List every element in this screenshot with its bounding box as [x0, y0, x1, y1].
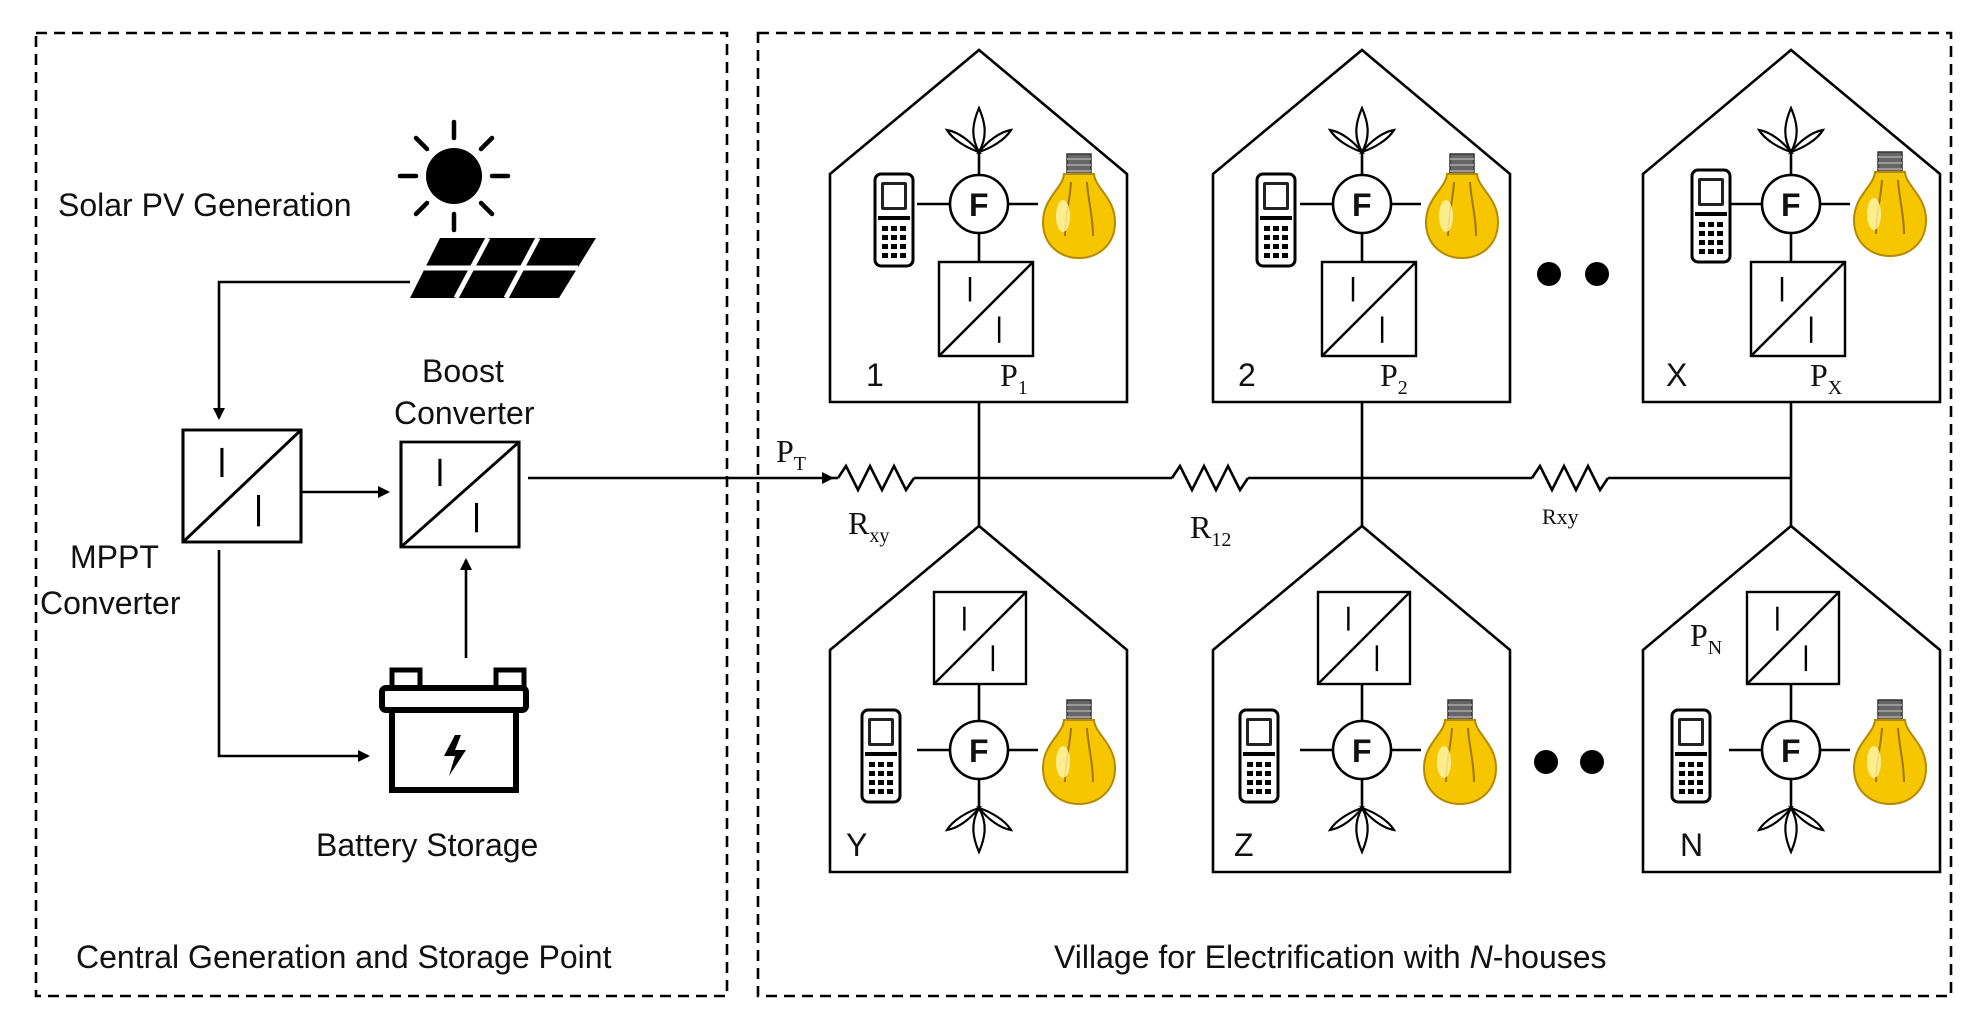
converter-icon — [1316, 590, 1412, 686]
mppt-to-battery-wire — [217, 550, 370, 762]
solar-panel-icon — [410, 236, 596, 300]
ellipsis-lower — [1534, 750, 1604, 774]
phone-icon — [860, 708, 902, 804]
fan-symbol: F — [969, 733, 989, 769]
house-id: Y — [846, 827, 867, 863]
house-z: F Z — [1211, 524, 1512, 874]
central-panel-border — [34, 31, 729, 998]
resistor-label-rxy: Rxy — [848, 505, 889, 547]
house-id: X — [1666, 357, 1687, 393]
mppt-converter-icon — [181, 428, 303, 544]
phone-icon — [1255, 172, 1297, 268]
ellipsis-upper — [1537, 262, 1609, 286]
house-y: F Y — [828, 524, 1129, 874]
battery-icon — [379, 667, 529, 793]
fan-symbol: F — [1352, 733, 1372, 769]
distribution-bus — [832, 463, 1791, 493]
boost-label-line2: Converter — [394, 395, 535, 431]
converter-icon — [937, 260, 1035, 358]
phone-icon — [1690, 168, 1732, 264]
phone-icon — [873, 172, 915, 268]
resistor-icon — [836, 463, 916, 493]
house-power-label: PN — [1690, 617, 1722, 659]
house-2: F 2 P2 — [1211, 48, 1512, 404]
house-x: F X PX — [1641, 48, 1942, 404]
house-n: F N PN — [1641, 524, 1942, 874]
village-panel-border — [756, 31, 1953, 998]
fan-symbol: F — [1352, 187, 1372, 223]
phone-icon — [1238, 708, 1280, 804]
converter-icon — [932, 590, 1028, 686]
village-panel-caption: Village for Electrification with N-house… — [1054, 939, 1607, 975]
house-power-label: P2 — [1380, 357, 1408, 399]
sun-icon — [397, 119, 511, 233]
resistor-label-r12: R12 — [1190, 509, 1231, 551]
house-id: N — [1680, 827, 1703, 863]
house-id: 1 — [866, 357, 884, 393]
pv-to-mppt-wire — [213, 280, 410, 420]
house-power-label: P1 — [1000, 357, 1028, 399]
fan-symbol: F — [969, 187, 989, 223]
converter-icon — [1320, 260, 1418, 358]
resistor-icon — [1170, 463, 1250, 493]
phone-icon — [1670, 708, 1712, 804]
boost-converter-icon — [399, 440, 521, 549]
mppt-label-line2: Converter — [40, 585, 181, 621]
boost-label-line1: Boost — [422, 353, 504, 389]
central-panel-caption: Central Generation and Storage Point — [76, 939, 612, 975]
fan-symbol: F — [1781, 187, 1801, 223]
solar-pv-label: Solar PV Generation — [58, 187, 352, 223]
mppt-label-line1: MPPT — [70, 539, 159, 575]
house-1: F 1 P1 — [828, 48, 1129, 404]
house-power-label: PX — [1810, 357, 1843, 399]
feed-power-label: PT — [776, 433, 806, 475]
converter-icon — [1749, 260, 1847, 358]
house-id: 2 — [1238, 357, 1256, 393]
battery-storage-label: Battery Storage — [316, 827, 538, 863]
converter-icon — [1745, 590, 1841, 686]
resistor-icon — [1530, 463, 1610, 493]
fan-symbol: F — [1781, 733, 1801, 769]
house-id: Z — [1234, 827, 1254, 863]
resistor-label-rxy-small: Rxy — [1542, 504, 1579, 529]
